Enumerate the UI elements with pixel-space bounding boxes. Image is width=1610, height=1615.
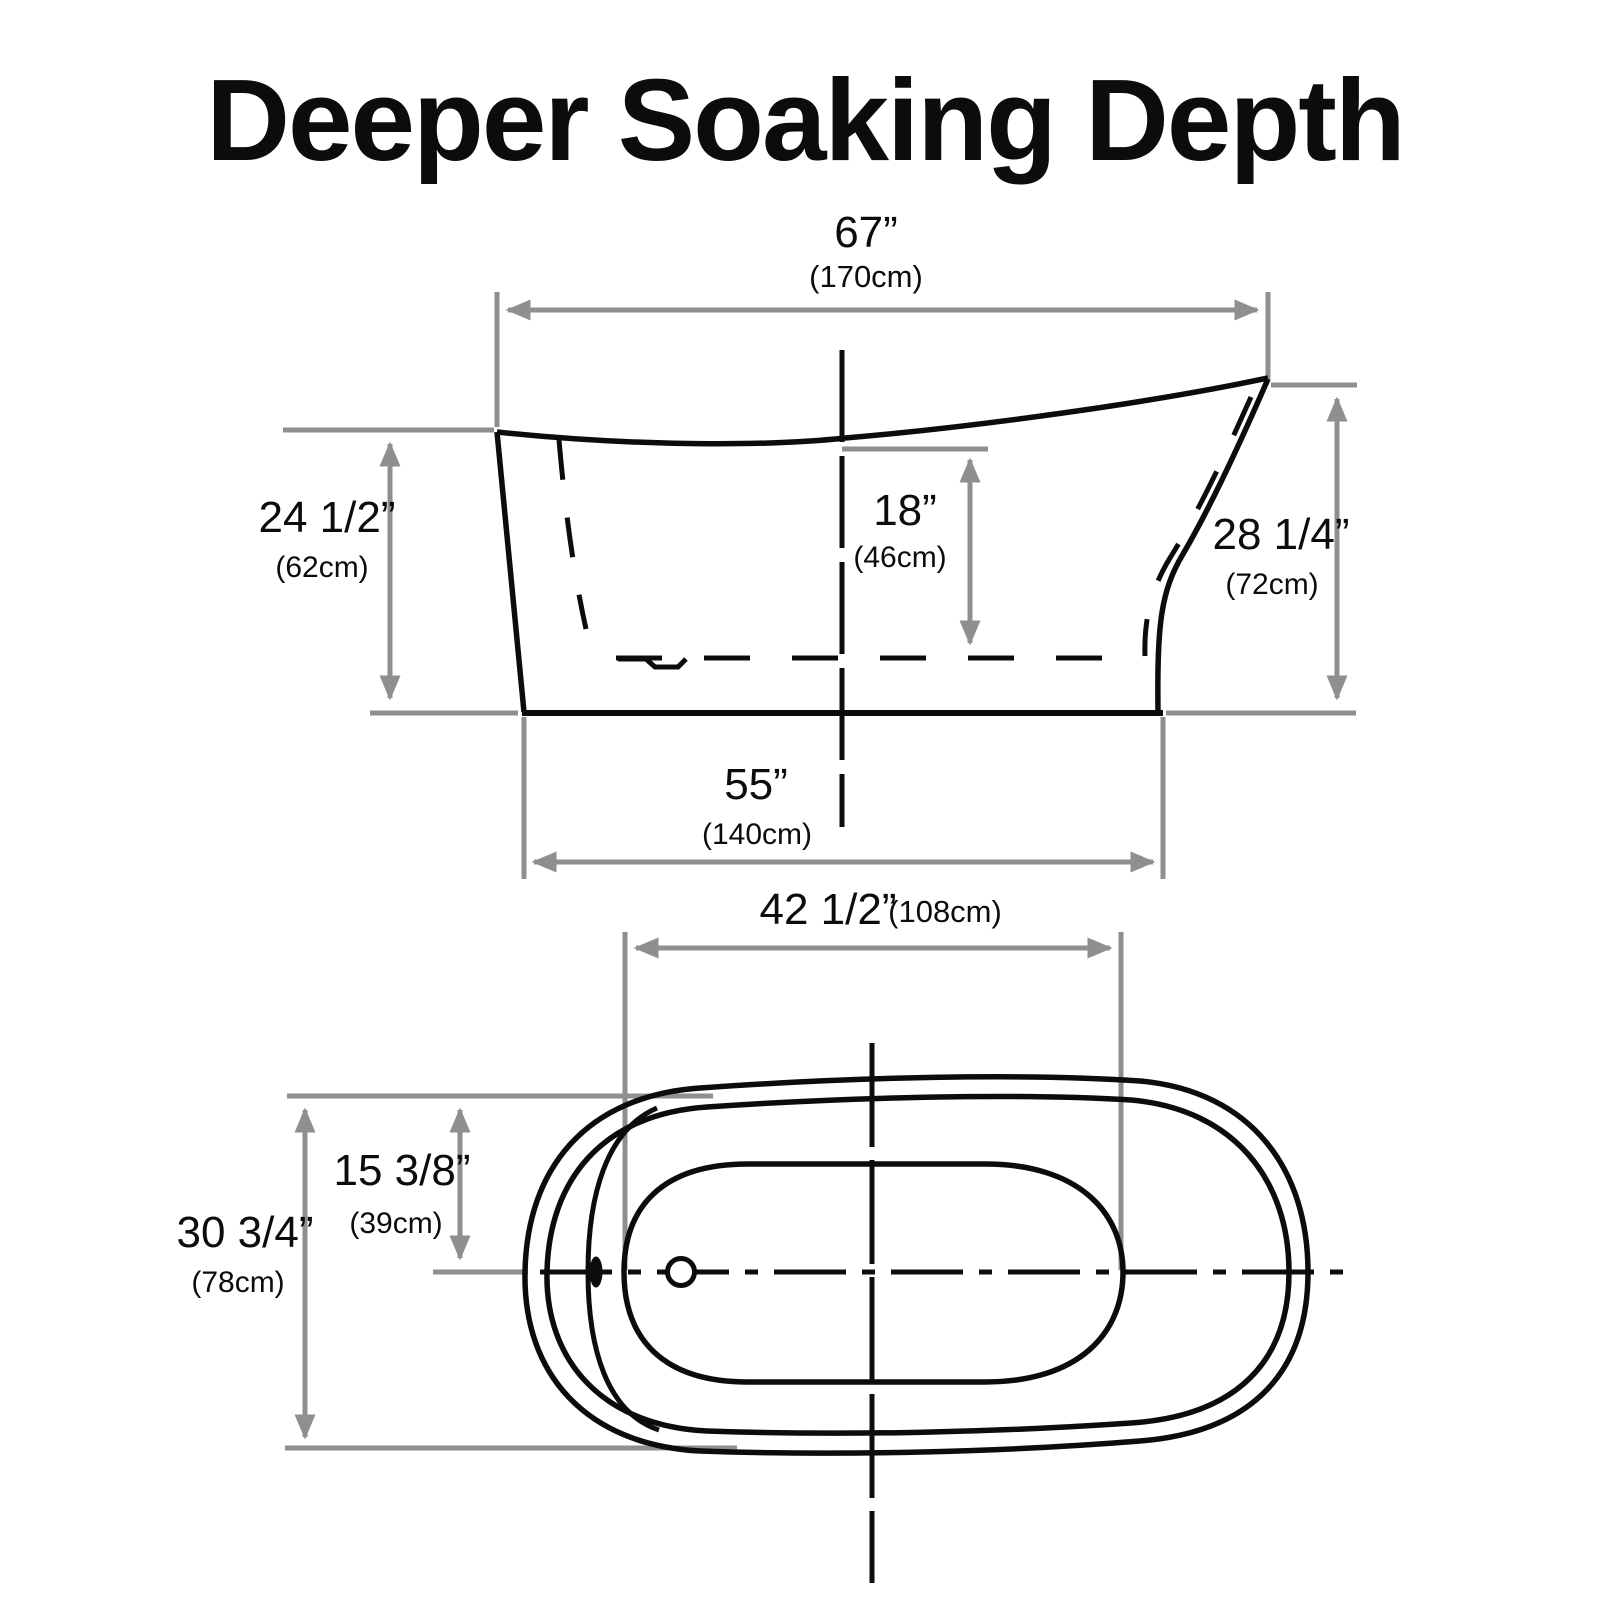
side-overall-length-cm: (170cm) <box>809 259 923 294</box>
left-height-cm: (62cm) <box>275 551 368 584</box>
side-view: 67” (170cm) 18” (46cm) 24 1/2” (62cm) <box>259 208 1357 879</box>
soaking-depth-in: 18” <box>873 486 937 535</box>
tub-rim-line <box>496 375 1269 447</box>
basin-width-in: 15 3/8” <box>334 1146 471 1195</box>
tub-right-wall <box>1155 377 1271 712</box>
right-height-in: 28 1/4” <box>1213 510 1350 559</box>
plan-outer-rim <box>522 1074 1311 1456</box>
inner-wall-left-dashed <box>556 439 589 630</box>
basin-width-cm: (39cm) <box>349 1207 442 1240</box>
plan-second-rim <box>544 1093 1292 1436</box>
base-length-cm: (140cm) <box>702 818 812 851</box>
overall-width-cm: (78cm) <box>191 1266 284 1299</box>
inner-wall-right-dashed <box>1142 395 1254 657</box>
base-length-in: 55” <box>724 760 788 809</box>
basin-length-cm: (108cm) <box>888 894 1002 929</box>
tub-left-wall <box>494 431 527 713</box>
soaking-depth-cm: (46cm) <box>853 541 946 574</box>
right-height-cm: (72cm) <box>1225 568 1318 601</box>
plan-left-lip-arc <box>585 1105 660 1433</box>
overall-width-in: 30 3/4” <box>177 1208 314 1257</box>
overflow-hole <box>589 1256 603 1288</box>
page-title: Deeper Soaking Depth <box>206 55 1404 185</box>
drain-hole <box>665 1256 697 1288</box>
side-overall-length-in: 67” <box>834 208 898 257</box>
basin-length-in: 42 1/2” <box>760 885 897 934</box>
left-height-in: 24 1/2” <box>259 493 396 542</box>
plan-inner-basin <box>621 1161 1126 1385</box>
drain-recess <box>618 656 688 670</box>
top-view: 42 1/2” (108cm) 30 3/4” (78cm) 15 3/8” (… <box>177 885 1346 1583</box>
